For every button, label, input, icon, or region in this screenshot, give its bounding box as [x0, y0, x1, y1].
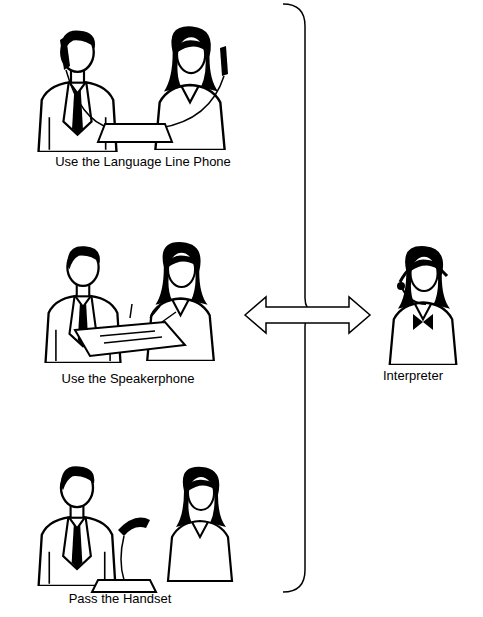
caption-text: Use the Language Line Phone [10, 154, 276, 170]
double-arrow [245, 297, 370, 333]
caption-text: Interpreter [350, 368, 476, 384]
phone-users-illustration [39, 26, 229, 152]
speakerphone-users-illustration [46, 242, 214, 363]
grouping-bracket [283, 4, 314, 592]
caption-text: Use the Speakerphone [8, 371, 248, 387]
caption-text: Pass the Handset [8, 591, 232, 607]
handset-passing-illustration [39, 466, 232, 592]
interpreter-illustration [390, 246, 457, 365]
